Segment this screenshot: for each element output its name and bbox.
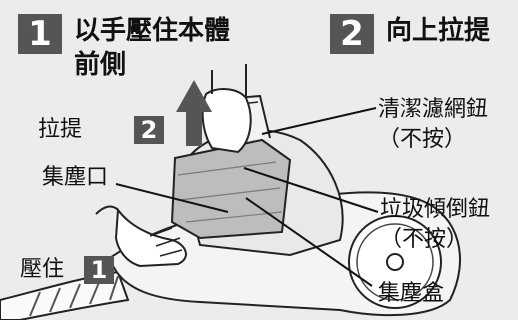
- dust-box-label: 集塵盒: [378, 281, 445, 306]
- up-arrow-icon: [176, 80, 212, 146]
- leader-dust-box: [245, 197, 373, 287]
- filter-button-note: （不按）: [378, 127, 467, 152]
- dust-inlet-label: 集塵口: [42, 165, 109, 190]
- press-step-badge: 1: [84, 256, 114, 284]
- step-2-badge: 2: [330, 14, 374, 54]
- step-1-badge: 1: [18, 14, 62, 54]
- lift-label: 拉提: [38, 117, 83, 142]
- lifting-hand: [201, 88, 252, 154]
- step-1-title-line1: 以手壓住本體: [74, 16, 231, 46]
- filter-button-label: 清潔濾網鈕: [378, 97, 489, 122]
- press-label: 壓住: [20, 257, 65, 282]
- dump-button-label: 垃圾傾倒鈕: [380, 197, 491, 222]
- lift-step-badge: 2: [134, 116, 164, 144]
- dump-button-note: （不按）: [380, 227, 469, 252]
- leader-filter-button: [261, 107, 377, 135]
- pressing-hand: [114, 207, 187, 268]
- step-1-title-line2: 前側: [74, 50, 127, 80]
- leader-dust-inlet: [115, 183, 229, 213]
- step-2-title: 向上拉提: [386, 16, 491, 46]
- leader-dump-button: [243, 167, 379, 213]
